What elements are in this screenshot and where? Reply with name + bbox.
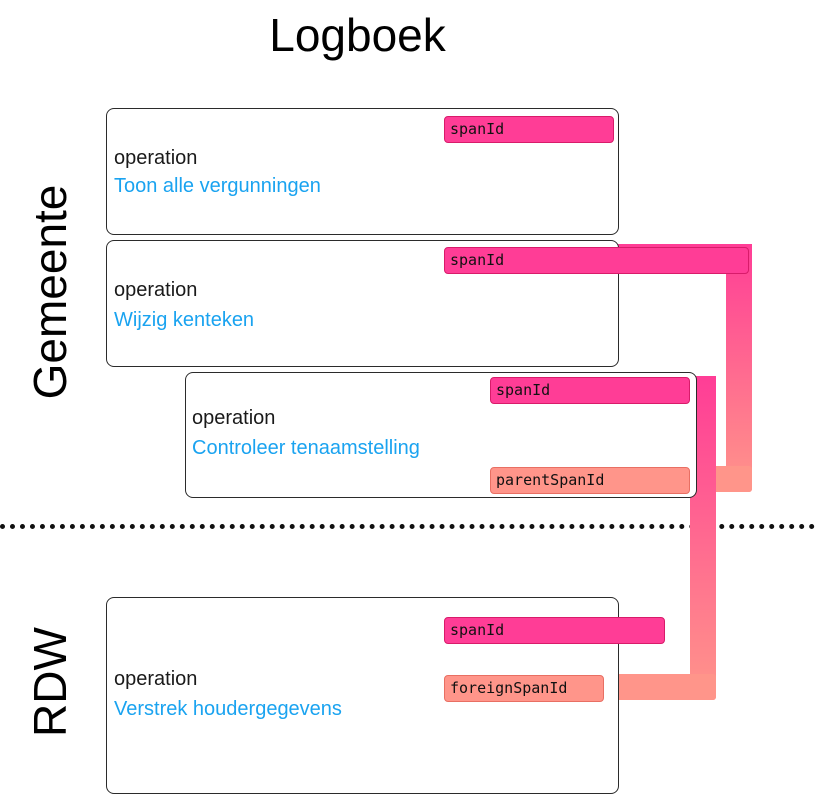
operation-label: operation <box>114 279 198 301</box>
span-id-tag: spanId <box>444 247 749 274</box>
span-id-tag: spanId <box>490 377 690 404</box>
parent-span-id-tag: parentSpanId <box>490 467 690 494</box>
operation-label: operation <box>192 407 276 429</box>
page-title: Logboek <box>269 9 446 61</box>
span-id-tag: spanId <box>444 116 614 143</box>
operation-name: Verstrek houdergegevens <box>114 698 342 720</box>
lane-divider <box>0 524 815 529</box>
foreign-span-id-tag: foreignSpanId <box>444 675 604 702</box>
operation-box-verstrek-houdergegevens[interactable]: spanId operation Verstrek houdergegevens… <box>106 597 665 794</box>
operation-name: Controleer tenaamstelling <box>192 437 420 459</box>
operation-box-wijzig-kenteken[interactable]: spanId operation Wijzig kenteken <box>106 240 749 367</box>
operation-box-controleer-tenaamstelling[interactable]: spanId operation Controleer tenaamstelli… <box>185 372 697 498</box>
operation-label: operation <box>114 147 198 169</box>
operation-name: Toon alle vergunningen <box>114 175 321 197</box>
span-id-tag: spanId <box>444 617 665 644</box>
operation-box-toon-alle-vergunningen[interactable]: spanId operation Toon alle vergunningen <box>106 108 619 235</box>
operation-name: Wijzig kenteken <box>114 309 255 331</box>
operation-label: operation <box>114 668 198 690</box>
